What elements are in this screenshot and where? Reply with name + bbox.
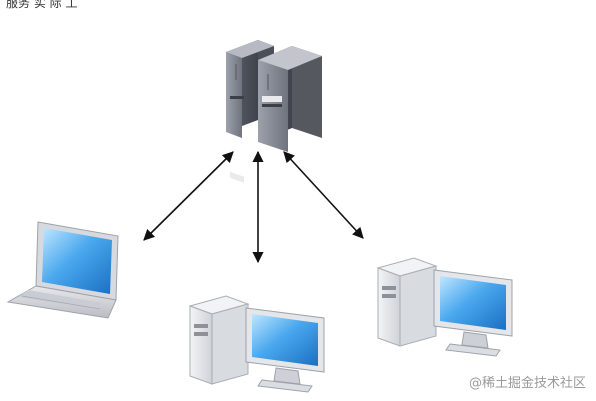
arrow-server-desktop-right	[283, 151, 364, 239]
arrow-server-laptop	[143, 151, 234, 241]
watermark: @稀土掘金技术社区	[468, 376, 586, 391]
connection-arrows	[143, 150, 364, 264]
diagram-caption: 服务 实 际 工	[6, 0, 78, 10]
desktop-computer-icon	[188, 295, 325, 393]
laptop-icon	[6, 221, 119, 319]
desktop-computer-icon	[376, 257, 513, 357]
server-rack-icon	[226, 40, 322, 183]
